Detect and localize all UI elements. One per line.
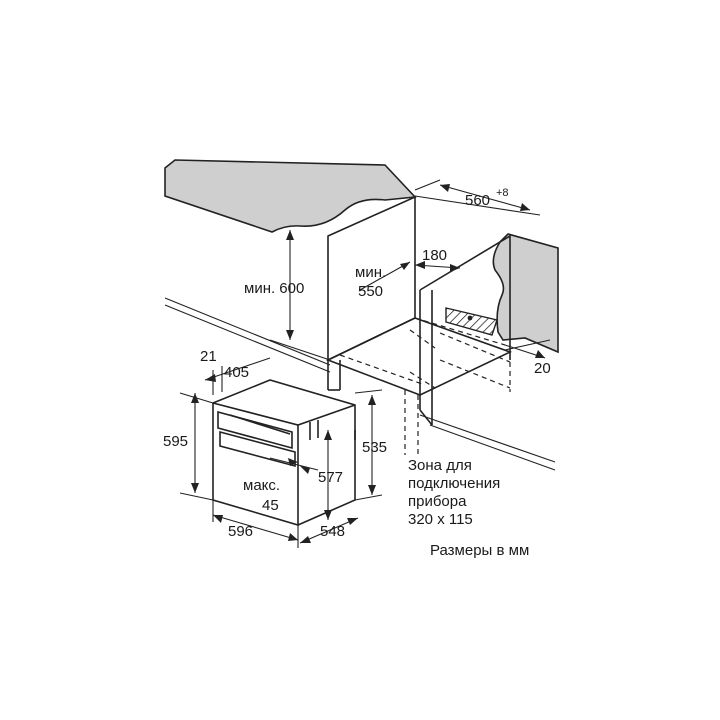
dimension-lines (179, 179, 551, 548)
label-zone-1: Зона для (408, 457, 472, 474)
label-max-b: 45 (262, 497, 279, 514)
label-units: Размеры в мм (430, 542, 529, 559)
label-20: 20 (534, 360, 551, 377)
connection-zone (445, 307, 498, 336)
label-min-550-a: мин. (355, 264, 386, 281)
label-min-550-b: 550 (358, 283, 383, 300)
oven (212, 379, 356, 527)
label-535: 535 (362, 439, 387, 456)
label-548: 548 (320, 523, 345, 540)
label-577: 577 (318, 469, 343, 486)
countertop-left (164, 159, 417, 233)
label-560-sup: +8 (496, 187, 509, 199)
label-595: 595 (163, 433, 188, 450)
label-zone-2: подключения (408, 475, 500, 492)
label-405: 405 (224, 364, 249, 381)
label-21: 21 (200, 348, 217, 365)
label-560: 560 (465, 192, 490, 209)
countertop-right (492, 233, 559, 354)
dimension-labels: мин. 600 мин. 550 180 560 +8 20 21 405 5… (163, 187, 551, 559)
label-min-600: мин. 600 (244, 280, 304, 297)
label-180: 180 (422, 247, 447, 264)
label-max-a: макс. (243, 477, 280, 494)
label-596: 596 (228, 523, 253, 540)
label-zone-3: прибора (408, 493, 467, 510)
label-zone-4: 320 x 115 (408, 511, 473, 528)
